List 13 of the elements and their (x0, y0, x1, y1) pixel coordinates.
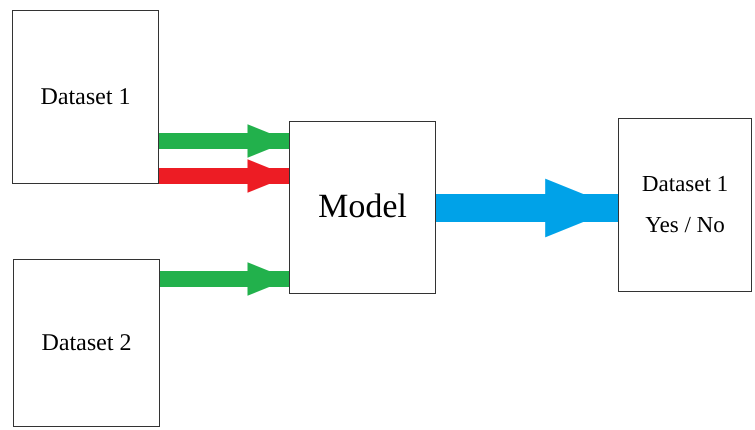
box-label: Dataset 2 (42, 329, 132, 358)
arrow (436, 178, 618, 238)
arrow (159, 159, 289, 193)
arrow (160, 262, 289, 296)
box (618, 118, 752, 292)
box (13, 259, 160, 427)
box-label: Dataset 1 (40, 83, 130, 112)
box-label: Dataset 1 (642, 170, 728, 198)
box-label: Model (318, 187, 407, 228)
arrow (159, 124, 289, 158)
box (289, 121, 436, 294)
box (12, 10, 159, 184)
box-label: Yes / No (645, 211, 725, 239)
